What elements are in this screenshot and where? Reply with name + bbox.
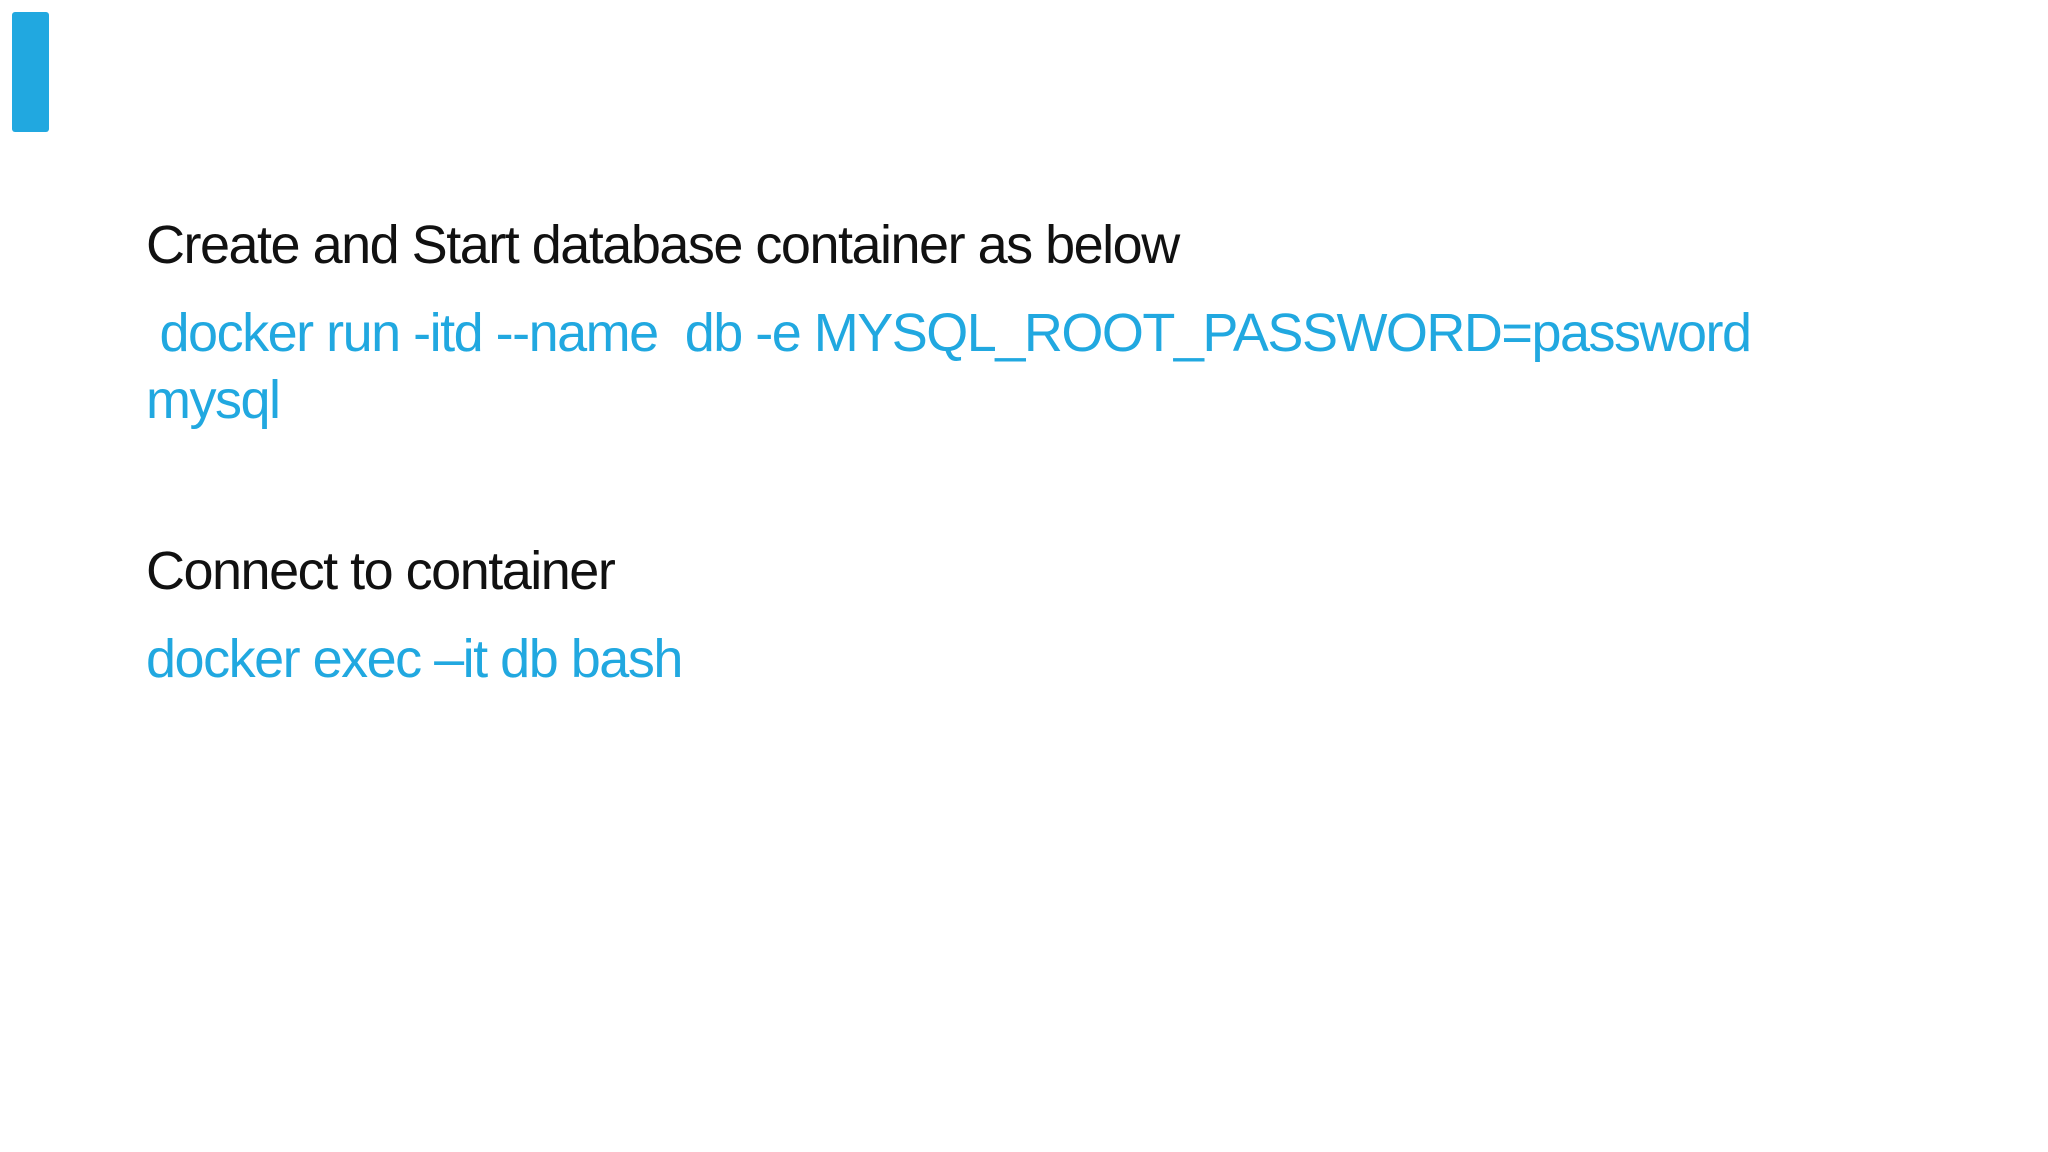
heading-create-database-container: Create and Start database container as b… (146, 215, 1180, 275)
slide-content: Create and Start database container as b… (146, 212, 1906, 693)
command-docker-exec: docker exec –it db bash (146, 629, 683, 689)
heading-connect-to-container: Connect to container (146, 541, 616, 601)
blank-line (146, 434, 1906, 538)
accent-bar (12, 12, 49, 132)
command-docker-run-line2: mysql (146, 370, 281, 430)
command-docker-run-line1: docker run -itd --name db -e MYSQL_ROOT_… (146, 303, 1753, 363)
